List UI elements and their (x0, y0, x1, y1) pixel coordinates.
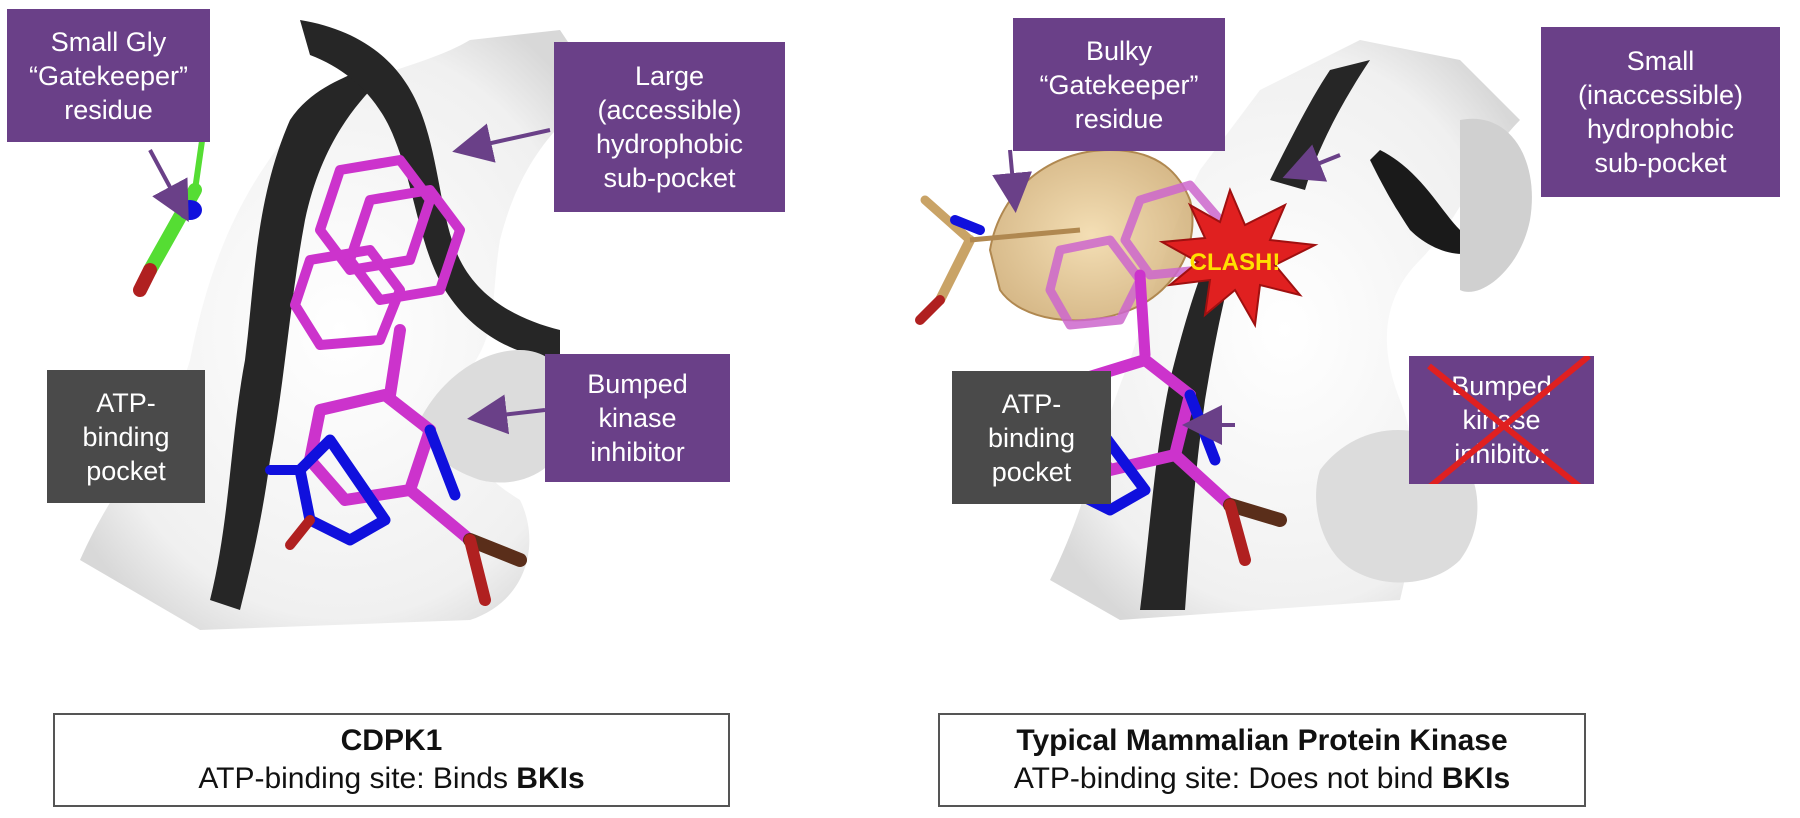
callout-line: Bulky (1085, 35, 1153, 66)
callout-line: pocket (86, 455, 166, 486)
arrow-inhibitor (467, 394, 546, 435)
surface-dark-wall-left (210, 70, 380, 610)
callout-arrows (148, 123, 551, 435)
cdpk1-binding-site-render (80, 20, 600, 630)
inhibitor-callout-crossed-out: Bumped kinase inhibitor (1409, 356, 1594, 484)
callout-line: “Gatekeeper” (28, 60, 189, 91)
surface-grey-ridge (1460, 118, 1532, 292)
callout-line: Small Gly (50, 26, 167, 57)
clash-starburst: CLASH! (1158, 187, 1319, 329)
callout-line: “Gatekeeper” (1039, 69, 1199, 100)
callout-line: ATP- (96, 387, 156, 418)
surface-dark-pocket (1370, 150, 1480, 254)
callout-line: kinase (598, 403, 677, 433)
callout-line: sub-pocket (603, 163, 736, 193)
caption-line-bold: BKIs (1441, 762, 1511, 795)
arrow-subpocket (452, 123, 551, 163)
callout-line: residue (1074, 103, 1164, 134)
subpocket-callout: Small (inaccessible) hydrophobic sub-poc… (1541, 27, 1780, 197)
red-cross-out-icon (1427, 356, 1591, 484)
callout-line: residue (64, 94, 153, 125)
callout-line: sub-pocket (1594, 148, 1727, 178)
caption-title: Typical Mammalian Protein Kinase (1016, 724, 1508, 757)
callout-line: binding (82, 421, 170, 452)
mammalian-kinase-binding-site-render: CLASH! (915, 40, 1532, 620)
glycine-gatekeeper-stick (133, 117, 208, 297)
clash-label: CLASH! (1190, 249, 1281, 276)
gatekeeper-callout: Small Gly “Gatekeeper” residue (7, 9, 210, 142)
inhibitor-callout: Bumped kinase inhibitor (545, 354, 730, 482)
callout-line: Small (1626, 46, 1695, 76)
callout-line: ATP- (1001, 388, 1062, 419)
bumped-kinase-inhibitor-ligand (265, 155, 527, 606)
caption-line-text: ATP-binding site: Does not bind (1013, 762, 1442, 795)
callout-line: Bumped (587, 369, 688, 399)
caption-title: CDPK1 (340, 724, 443, 757)
callout-line: binding (987, 422, 1076, 453)
callout-line: (inaccessible) (1577, 80, 1744, 110)
subpocket-callout: Large (accessible) hydrophobic sub-pocke… (554, 42, 785, 212)
arrow-gatekeeper (148, 149, 189, 223)
caption-line: ATP-binding site: Does not bind BKIs (940, 760, 1584, 798)
atp-pocket-callout: ATP- binding pocket (47, 370, 205, 503)
caption-line-text: ATP-binding site: Binds (198, 762, 517, 795)
arrow-subpocket (1282, 144, 1341, 182)
caption-line: ATP-binding site: Binds BKIs (55, 760, 728, 798)
callout-line: inhibitor (590, 437, 685, 467)
left-panel-cdpk1: Small Gly “Gatekeeper” residue Large (ac… (7, 9, 785, 807)
callout-line: (accessible) (597, 95, 742, 125)
callout-line: hydrophobic (595, 129, 744, 159)
arrow-gatekeeper (992, 149, 1033, 213)
callout-line: pocket (991, 456, 1072, 487)
callout-line: Large (634, 61, 705, 91)
callout-line: hydrophobic (1586, 114, 1735, 144)
atp-pocket-callout: ATP- binding pocket (952, 371, 1111, 504)
mammalian-kinase-caption-box: Typical Mammalian Protein Kinase ATP-bin… (938, 713, 1586, 807)
gatekeeper-callout: Bulky “Gatekeeper” residue (1013, 18, 1225, 151)
surface-light (80, 30, 600, 630)
cdpk1-caption-box: CDPK1 ATP-binding site: Binds BKIs (53, 713, 730, 807)
callout-arrows (992, 144, 1341, 445)
right-panel-mammalian-kinase: CLASH! Bulky “Gatekeeper” residue Small … (900, 0, 1800, 818)
caption-line-bold: BKIs (516, 762, 585, 795)
